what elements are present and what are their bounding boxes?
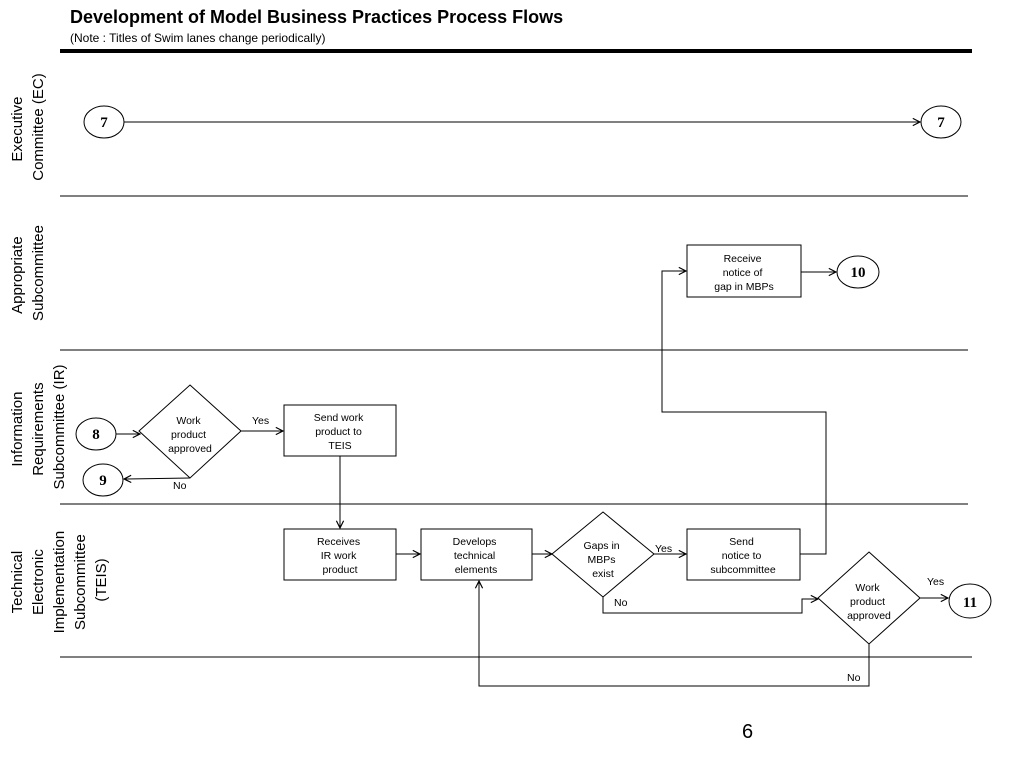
decision-gaps-exist: Gaps in MBPs exist [551, 511, 655, 598]
svg-text:Send notice to sub: Send notice to subcommittee [710, 536, 776, 576]
lane-label-ir: Information Requirements Subcommittee (I… [9, 364, 68, 489]
svg-text:Send work product to: Send work product to TEIS [314, 412, 367, 452]
svg-text:Work product appro: Work product approved [168, 415, 212, 455]
flow-send-notice-to-receive-notice [661, 271, 827, 555]
box-receives-ir-line: IR work [321, 550, 357, 562]
lane-label-appropriate-line: Appropriate [9, 236, 26, 314]
box-send-to-teis-line: product to [315, 426, 362, 438]
lane-label-ec-line: Executive [9, 97, 26, 162]
box-send-to-teis-line: TEIS [328, 440, 351, 452]
decision-teis-line: product [850, 596, 885, 608]
lane-label-teis-line: Implementation [51, 531, 68, 634]
lane-label-teis-line: Subcommittee [72, 534, 89, 630]
box-send-notice-line: Send [729, 536, 754, 548]
box-send-to-teis-line: Send work [314, 412, 364, 424]
decision-ir-line: approved [168, 443, 212, 455]
connector-ec-start: 7 [83, 105, 125, 139]
connector-ec-end: 7 [920, 105, 962, 139]
lane-label-appropriate-line: Subcommittee [30, 225, 47, 321]
connector-ec-end-label: 7 [937, 115, 945, 131]
decision-gaps-line: MBPs [588, 554, 616, 566]
lane-label-ec: Executive Committee (EC) [9, 73, 47, 181]
svg-text:Gaps in MBPs exist: Gaps in MBPs exist [583, 540, 622, 580]
decision-teis-line: Work [855, 582, 880, 594]
lane-label-teis-line: Electronic [30, 549, 47, 615]
connector-9-label: 9 [99, 473, 107, 489]
connector-11-label: 11 [963, 595, 977, 611]
edge-label-gaps-no: No [614, 597, 628, 609]
svg-text:Work product appro: Work product approved [847, 582, 891, 622]
svg-text:Receive notice of: Receive notice of gap in MBPs [714, 253, 774, 293]
box-develops-line: Develops [453, 536, 497, 548]
decision-gaps-line: Gaps in [583, 540, 619, 552]
box-receives-ir: Receives IR work product [283, 528, 397, 581]
edge-label-teis-yes: Yes [927, 576, 944, 588]
box-receive-notice-line: Receive [724, 253, 762, 265]
flow-teis-no [479, 581, 870, 687]
lane-label-ir-line: Requirements [30, 382, 47, 475]
box-receives-ir-line: product [322, 564, 357, 576]
decision-ir-work-approved: Work product approved [138, 384, 242, 479]
lane-label-ec-line: Committee (EC) [30, 73, 47, 181]
box-send-notice: Send notice to subcommittee [686, 528, 801, 581]
box-receive-notice-line: notice of [723, 267, 763, 279]
decision-ir-line: product [171, 429, 206, 441]
box-develops: Develops technical elements [420, 528, 533, 581]
page-title: Development of Model Business Practices … [70, 7, 564, 27]
edge-label-teis-no: No [847, 672, 861, 684]
edge-label-ir-yes: Yes [252, 415, 269, 427]
lane-label-ir-line: Information [9, 392, 26, 467]
box-develops-line: elements [455, 564, 498, 576]
lane-label-teis-line: (TEIS) [93, 558, 110, 601]
box-develops-line: technical [454, 550, 495, 562]
page-number: 6 [742, 721, 754, 743]
decision-ir-line: Work [176, 415, 201, 427]
box-send-notice-line: notice to [722, 550, 762, 562]
connector-11: 11 [948, 583, 992, 619]
box-receive-notice: Receive notice of gap in MBPs [686, 244, 802, 298]
box-send-to-teis: Send work product to TEIS [283, 404, 397, 457]
lane-label-teis-line: Technical [9, 551, 26, 614]
connector-8-label: 8 [92, 427, 100, 443]
lane-label-teis: Technical Electronic Implementation Subc… [9, 527, 110, 634]
connector-8: 8 [75, 417, 117, 451]
decision-gaps-line: exist [592, 568, 614, 580]
connector-ec-start-label: 7 [100, 115, 108, 131]
box-send-notice-line: subcommittee [710, 564, 776, 576]
svg-text:Develops technical: Develops technical elements [453, 536, 500, 576]
decision-teis-work-approved: Work product approved [817, 551, 921, 645]
box-receives-ir-line: Receives [317, 536, 360, 548]
box-receive-notice-line: gap in MBPs [714, 281, 774, 293]
page-subtitle: (Note : Titles of Swim lanes change peri… [70, 31, 326, 45]
flow-gaps-no [602, 597, 818, 614]
connector-10: 10 [836, 255, 880, 289]
svg-text:Receives IR work p: Receives IR work product [317, 536, 363, 576]
connector-9: 9 [82, 463, 124, 497]
connector-10-label: 10 [851, 265, 866, 281]
edge-label-ir-no: No [173, 480, 187, 492]
edge-label-gaps-yes: Yes [655, 543, 672, 555]
flow-ir-no [124, 478, 191, 479]
lane-label-appropriate: Appropriate Subcommittee [9, 225, 47, 321]
lane-label-ir-line: Subcommittee (IR) [51, 364, 68, 489]
decision-teis-line: approved [847, 610, 891, 622]
